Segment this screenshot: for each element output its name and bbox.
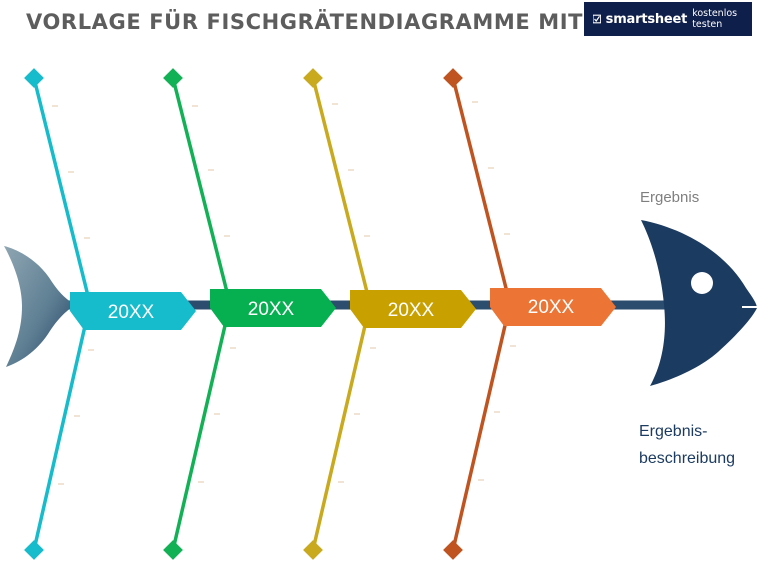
timeline-label-1: 20XX	[108, 302, 155, 323]
diamond-marker-top-4	[443, 68, 463, 88]
diamond-marker-top-2	[163, 68, 183, 88]
timeline-label-4: 20XX	[528, 297, 575, 318]
fish-head	[641, 220, 757, 386]
diamond-marker-bottom-3	[303, 540, 323, 560]
bone-upper-4	[451, 77, 512, 305]
result-title: Ergebnis	[640, 189, 700, 206]
fish-eye	[691, 272, 713, 294]
bone-lower-4	[451, 303, 512, 551]
bone-lower-3	[311, 303, 372, 551]
diamond-marker-top-1	[24, 68, 44, 88]
timeline-label-2: 20XX	[248, 299, 295, 320]
timeline-arrow-3	[350, 290, 476, 328]
diamond-marker-bottom-1	[24, 540, 44, 560]
timeline-arrow-2	[210, 289, 336, 327]
trial-cta: kostenlos testen	[692, 8, 738, 30]
page-title: VORLAGE FÜR FISCHGRÄTENDIAGRAMME MIT ZEI…	[26, 10, 676, 34]
timeline-arrow-1	[70, 292, 196, 330]
bone-lower-2	[171, 303, 232, 551]
smartsheet-check-icon	[593, 14, 601, 24]
timeline-label-3: 20XX	[388, 300, 435, 321]
result-description: Ergebnis-beschreibung	[639, 423, 736, 467]
diamond-marker-bottom-4	[443, 540, 463, 560]
diamond-marker-top-3	[303, 68, 323, 88]
bone-upper-3	[311, 77, 372, 305]
fishbone-bones	[32, 77, 512, 551]
smartsheet-brand: smartsheet	[605, 11, 688, 27]
timeline-arrow-4	[490, 288, 616, 326]
bone-lower-1	[32, 303, 92, 551]
bone-upper-2	[171, 77, 232, 305]
diamond-marker-bottom-2	[163, 540, 183, 560]
bone-upper-1	[32, 77, 92, 305]
smartsheet-trial-banner[interactable]: smartsheet kostenlos testen	[584, 2, 752, 36]
placeholder-dashes	[52, 101, 516, 485]
fish-tail	[4, 246, 76, 367]
